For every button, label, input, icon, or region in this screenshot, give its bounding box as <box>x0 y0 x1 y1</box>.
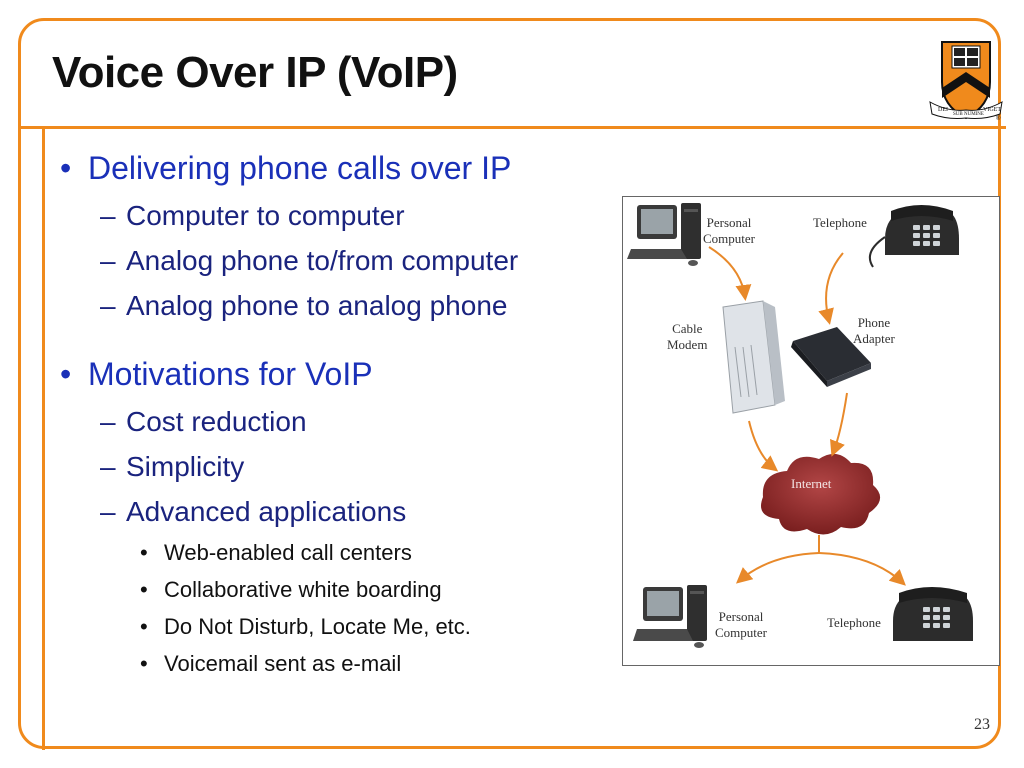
sub-bullet: –Advanced applications <box>100 496 406 528</box>
sub-bullet-text: Analog phone to analog phone <box>126 290 508 321</box>
sub-sub-bullet-text: Collaborative white boarding <box>164 577 442 602</box>
sub-sub-bullet-text: Voicemail sent as e-mail <box>164 651 402 676</box>
svg-text:VIGET: VIGET <box>983 107 1001 113</box>
bullet-marker: • <box>140 651 148 676</box>
bullet-marker: • <box>140 577 148 602</box>
sub-bullet: –Cost reduction <box>100 406 307 438</box>
sub-bullet: –Analog phone to/from computer <box>100 245 518 277</box>
sub-sub-bullet-text: Web-enabled call centers <box>164 540 412 565</box>
dash-marker: – <box>100 496 116 527</box>
sub-bullet: –Analog phone to analog phone <box>100 290 507 322</box>
connection-arrows <box>708 246 906 586</box>
svg-text:SUB NUMINE: SUB NUMINE <box>953 112 984 117</box>
label-internet: Internet <box>791 476 832 491</box>
bullet-marker: • <box>60 150 72 186</box>
university-shield-logo: DEI SUB NUMINE VIGET ® <box>929 41 1003 120</box>
left-rule <box>42 126 45 750</box>
title-rule <box>18 126 1006 129</box>
dash-marker: – <box>100 245 116 276</box>
slide-title: Voice Over IP (VoIP) <box>52 48 458 97</box>
bullet-marker: • <box>60 356 72 392</box>
dash-marker: – <box>100 406 116 437</box>
dash-marker: – <box>100 290 116 321</box>
telephone-icon <box>869 205 959 268</box>
sub-sub-bullet: • Web-enabled call centers <box>140 540 412 566</box>
sub-bullet: –Simplicity <box>100 451 244 483</box>
internet-cloud-icon <box>761 453 881 535</box>
computer-icon <box>633 585 707 648</box>
sub-sub-bullet: • Collaborative white boarding <box>140 577 442 603</box>
label-telephone: Telephone <box>813 215 867 230</box>
cable-modem-icon <box>722 300 785 414</box>
bullet-motivations: • Motivations for VoIP <box>60 356 373 393</box>
sub-bullet-text: Simplicity <box>126 451 245 482</box>
bullet-marker: • <box>140 540 148 565</box>
phone-adapter-icon <box>791 327 871 387</box>
dash-marker: – <box>100 200 116 231</box>
sub-bullet-text: Computer to computer <box>126 200 405 231</box>
telephone-icon <box>893 587 973 641</box>
sub-bullet-text: Cost reduction <box>126 406 307 437</box>
label-telephone: Telephone <box>827 615 881 630</box>
bullet-marker: • <box>140 614 148 639</box>
bullet-text: Motivations for VoIP <box>88 356 373 392</box>
bullet-text: Delivering phone calls over IP <box>88 150 512 186</box>
sub-sub-bullet: • Do Not Disturb, Locate Me, etc. <box>140 614 471 640</box>
diagram-artwork <box>627 203 973 648</box>
sub-sub-bullet-text: Do Not Disturb, Locate Me, etc. <box>164 614 471 639</box>
sub-bullet: –Computer to computer <box>100 200 405 232</box>
svg-text:DEI: DEI <box>938 107 948 113</box>
sub-sub-bullet: • Voicemail sent as e-mail <box>140 651 401 677</box>
computer-icon <box>627 203 701 266</box>
svg-text:®: ® <box>996 115 1001 120</box>
sub-bullet-text: Advanced applications <box>126 496 407 527</box>
dash-marker: – <box>100 451 116 482</box>
page-number: 23 <box>974 716 990 733</box>
bullet-delivering: • Delivering phone calls over IP <box>60 150 511 187</box>
sub-bullet-text: Analog phone to/from computer <box>126 245 519 276</box>
